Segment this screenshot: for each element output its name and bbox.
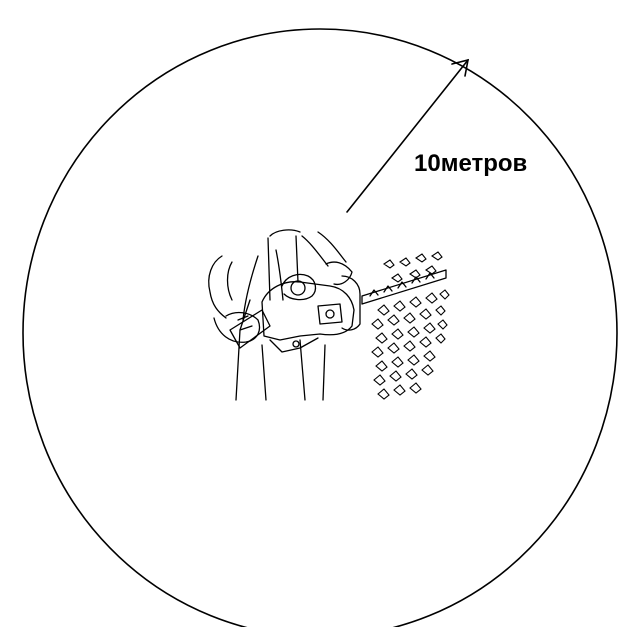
distance-label: 10метров [414, 150, 527, 178]
hedge-foliage [372, 252, 449, 399]
safety-radius-circle [23, 29, 617, 627]
radius-arrow [347, 60, 468, 212]
operator-hedge-trimmer-illustration [209, 230, 446, 400]
